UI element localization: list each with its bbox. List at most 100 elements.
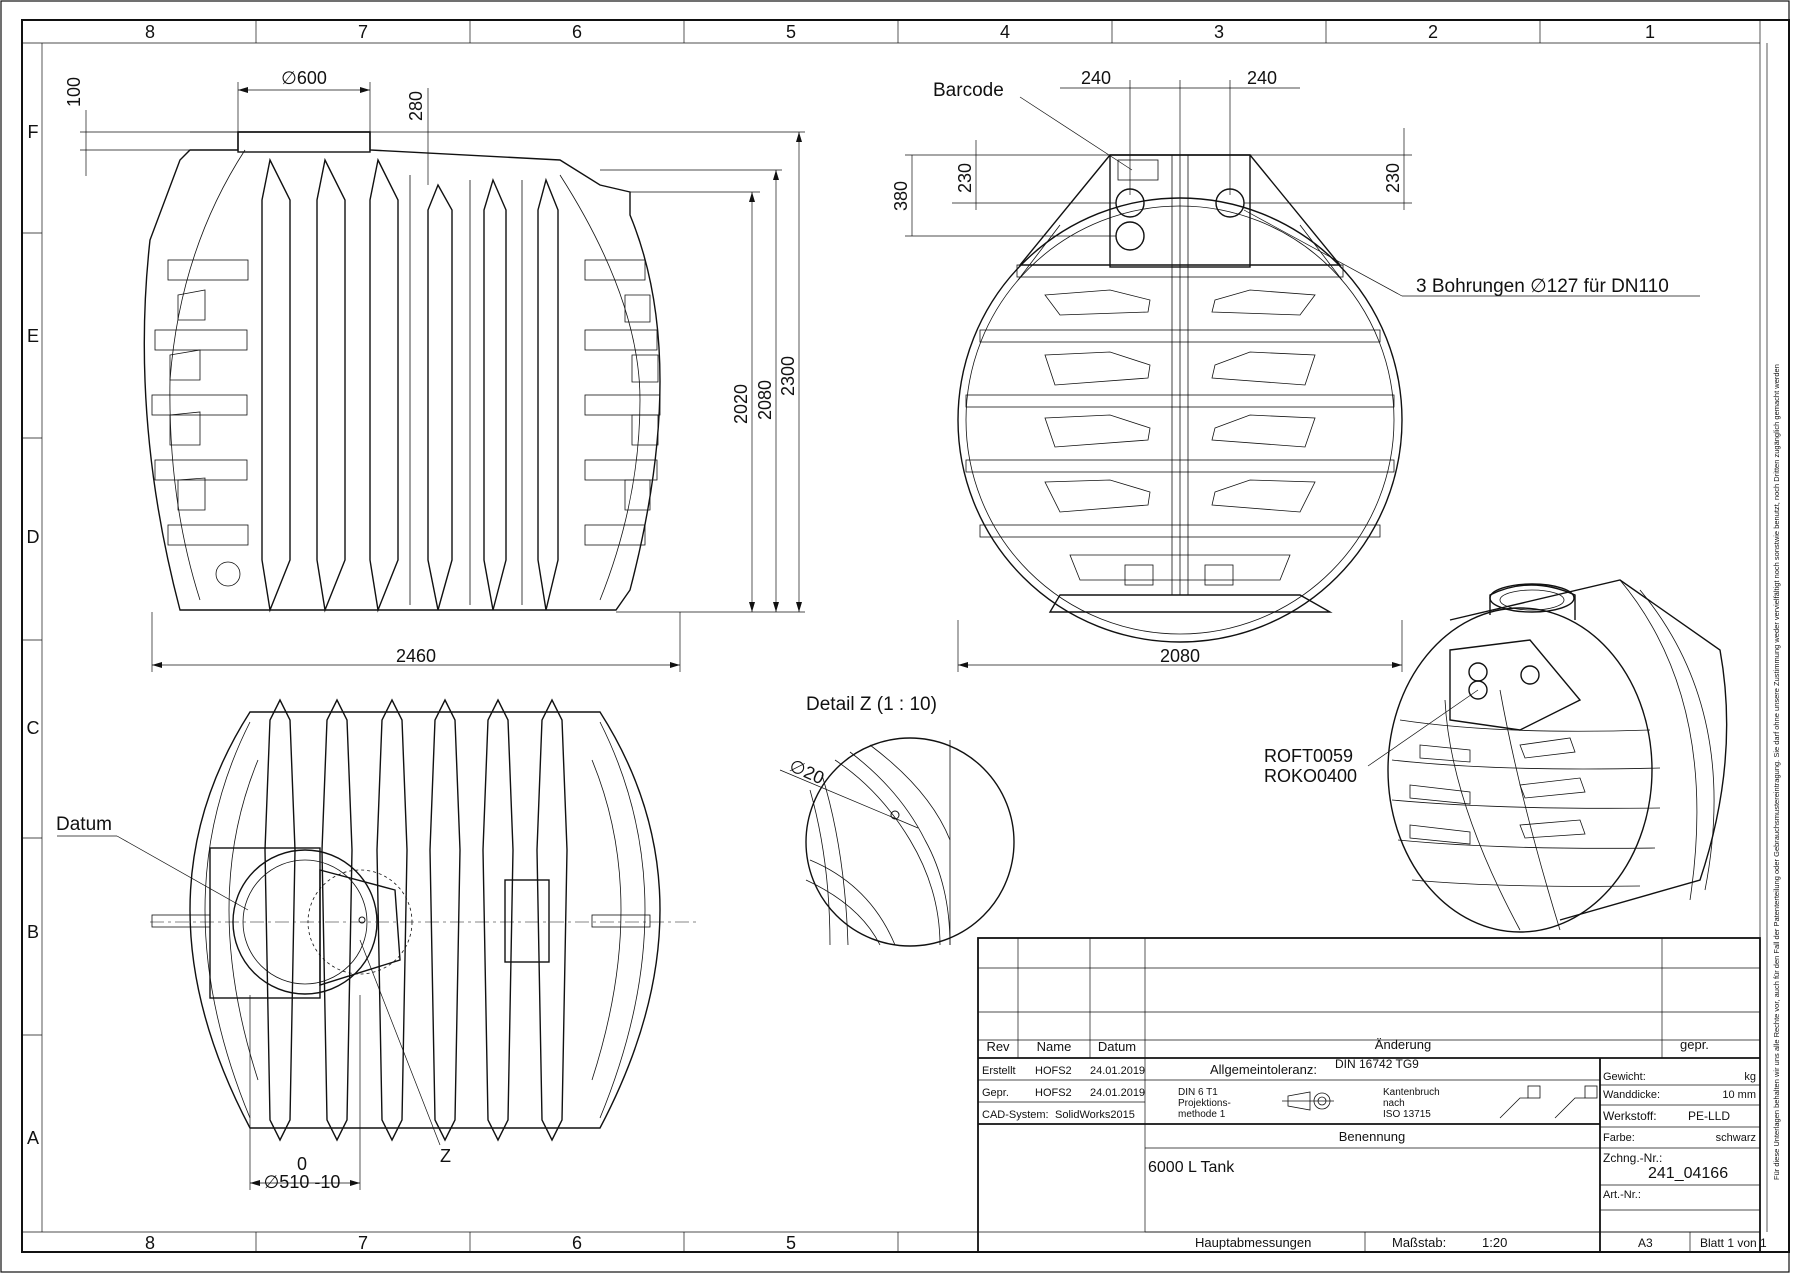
tb-din-line2: Projektions- <box>1178 1098 1231 1109</box>
tb-werkstoff-value: PE-LLD <box>1688 1109 1730 1123</box>
label-datum: Datum <box>56 814 112 835</box>
dim-front-240-right: 240 <box>1247 68 1277 88</box>
dim-front-380: 380 <box>891 181 911 211</box>
row-label-e: E <box>27 326 39 346</box>
row-label-b: B <box>27 922 39 942</box>
side-view-pockets-right <box>584 259 661 546</box>
row-label-f: F <box>28 122 39 142</box>
label-bohrungen: 3 Bohrungen ∅127 für DN110 <box>1416 276 1669 297</box>
label-detail: Detail Z (1 : 10) <box>806 694 937 715</box>
tb-farbe-label: Farbe: <box>1603 1132 1635 1144</box>
tb-erstellt-name: HOFS2 <box>1035 1065 1072 1077</box>
tb-wanddicke-value: 10 mm <box>1722 1089 1756 1101</box>
tb-allgemein-value: DIN 16742 TG9 <box>1335 1057 1419 1071</box>
top-view-ribs <box>264 698 568 1142</box>
label-part-1: ROFT0059 <box>1264 746 1353 766</box>
tb-benennung-value: 6000 L Tank <box>1148 1159 1235 1176</box>
tb-blatt: Blatt 1 von 1 <box>1700 1236 1767 1250</box>
tb-din-line1: DIN 6 T1 <box>1178 1087 1218 1098</box>
tb-cad-value: SolidWorks2015 <box>1055 1109 1135 1121</box>
isometric-bands <box>1391 689 1661 931</box>
tb-zeichnung-label: Zchng.-Nr.: <box>1603 1151 1662 1165</box>
row-label-d: D <box>27 527 40 547</box>
col-label-5: 5 <box>786 22 796 42</box>
tb-din-line3: methode 1 <box>1178 1109 1226 1120</box>
tb-gepr-label: Gepr. <box>982 1087 1009 1099</box>
dim-bottom-dia: ∅510 -10 <box>264 1172 341 1192</box>
copyright-side-note: Für diese Unterlagen behalten wir uns al… <box>1772 364 1781 1180</box>
tb-haupt-label: Hauptabmessungen <box>1195 1235 1311 1250</box>
tb-wanddicke-label: Wanddicke: <box>1603 1089 1660 1101</box>
tb-massstab-value: 1:20 <box>1482 1235 1507 1250</box>
dim-front-width: 2080 <box>1160 646 1200 666</box>
top-view-dimensions: 0 ∅510 -10 Datum Z <box>56 814 451 1192</box>
column-labels-bottom: 8 7 6 5 <box>145 1233 796 1253</box>
edge-symbol-icon <box>1499 1085 1598 1119</box>
col-label-2: 2 <box>1428 22 1438 42</box>
tb-werkstoff-label: Werkstoff: <box>1603 1109 1657 1123</box>
tb-allgemein-label: Allgemeintoleranz: <box>1210 1062 1317 1077</box>
col-label-bottom-8: 8 <box>145 1233 155 1253</box>
isometric-pockets <box>1409 737 1586 845</box>
tb-gewicht-value: kg <box>1744 1071 1756 1083</box>
col-label-1: 1 <box>1645 22 1655 42</box>
tb-datum-header: Datum <box>1098 1039 1136 1054</box>
dim-height-2020: 2020 <box>731 384 751 424</box>
row-label-a: A <box>27 1128 39 1148</box>
side-view-ribs <box>261 157 559 613</box>
tb-cad-label: CAD-System: <box>982 1109 1049 1121</box>
tb-art-label: Art.-Nr.: <box>1603 1189 1641 1201</box>
dim-detail-dia: ∅20 <box>786 755 827 788</box>
tb-kanten-line2: nach <box>1383 1098 1405 1109</box>
tb-zeichnung-value: 241_04166 <box>1648 1165 1728 1182</box>
dim-bottom-tol-zero: 0 <box>297 1154 307 1174</box>
tb-massstab-label: Maßstab: <box>1392 1235 1446 1250</box>
side-view-dimensions: ∅600 100 280 2460 2020 2080 2300 <box>64 68 805 672</box>
dim-side-width: 2460 <box>396 646 436 666</box>
tb-benennung-label: Benennung <box>1339 1129 1406 1144</box>
dim-front-230-left: 230 <box>955 163 975 193</box>
dim-front-240-left: 240 <box>1081 68 1111 88</box>
tank-side-view <box>143 131 661 613</box>
col-label-4: 4 <box>1000 22 1010 42</box>
tb-name-header: Name <box>1037 1039 1072 1054</box>
tank-isometric-view: ROFT0059 ROKO0400 <box>1264 579 1728 933</box>
tb-gepr-header: gepr. <box>1680 1037 1709 1052</box>
label-part-2: ROKO0400 <box>1264 766 1357 786</box>
dim-front-230-right: 230 <box>1383 163 1403 193</box>
col-label-bottom-6: 6 <box>572 1233 582 1253</box>
tb-gepr-name: HOFS2 <box>1035 1087 1072 1099</box>
side-view-pockets-left <box>151 259 249 587</box>
column-labels-top: 8 7 6 5 4 3 2 1 <box>145 22 1655 42</box>
dim-offset-100: 100 <box>64 77 84 107</box>
tb-farbe-value: schwarz <box>1716 1132 1756 1144</box>
tb-kanten-line1: Kantenbruch <box>1383 1087 1440 1098</box>
front-view-bars <box>965 264 1395 538</box>
label-barcode: Barcode <box>933 80 1004 101</box>
front-view-pockets <box>1044 289 1316 586</box>
projection-symbol-icon <box>1282 1091 1334 1111</box>
tb-erstellt-label: Erstellt <box>982 1065 1016 1077</box>
tb-aenderung: Änderung <box>1375 1037 1431 1052</box>
col-label-bottom-7: 7 <box>358 1233 368 1253</box>
tank-front-view <box>957 154 1403 643</box>
row-label-c: C <box>27 718 40 738</box>
col-label-8: 8 <box>145 22 155 42</box>
dim-height-2300: 2300 <box>778 356 798 396</box>
col-label-bottom-5: 5 <box>786 1233 796 1253</box>
col-label-7: 7 <box>358 22 368 42</box>
tb-kanten-line3: ISO 13715 <box>1383 1109 1431 1120</box>
tb-gepr-date: 24.01.2019 <box>1090 1087 1145 1099</box>
tb-gewicht-label: Gewicht: <box>1603 1071 1646 1083</box>
dim-height-2080: 2080 <box>755 380 775 420</box>
tb-format: A3 <box>1638 1236 1653 1250</box>
tb-rev-header: Rev <box>986 1039 1010 1054</box>
row-labels: F E D C B A <box>27 122 40 1148</box>
dim-top-opening: ∅600 <box>281 68 327 88</box>
label-z-marker: Z <box>440 1146 451 1166</box>
col-label-3: 3 <box>1214 22 1224 42</box>
tb-erstellt-date: 24.01.2019 <box>1090 1065 1145 1077</box>
tank-top-view <box>150 698 700 1142</box>
detail-z-view: Detail Z (1 : 10) ∅20 <box>779 694 1015 947</box>
